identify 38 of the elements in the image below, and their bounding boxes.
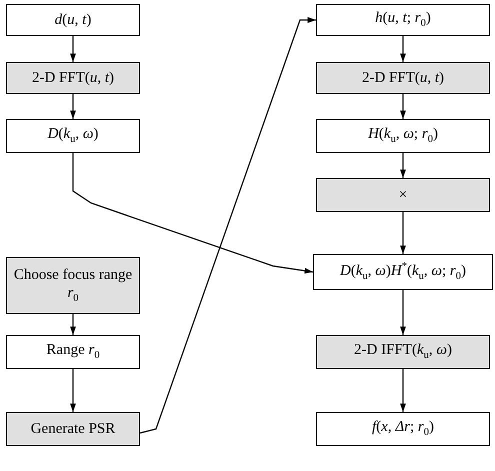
box-label: Range r$_{0}$ <box>46 341 100 363</box>
box-label: H(k$_{u}$, ω; r$_{0}$) <box>368 125 438 147</box>
box-label: × <box>398 186 408 204</box>
process-box <box>316 412 490 446</box>
process-box <box>6 119 140 153</box>
process-box <box>316 4 490 36</box>
process-box <box>316 62 490 94</box>
process-box <box>313 254 493 290</box>
process-box <box>316 335 490 369</box>
arrow <box>70 36 76 62</box>
arrow <box>72 153 314 274</box>
box-label: Generate PSR <box>30 420 116 438</box>
box-label: 2-D IFFT(k$_{u}$, ω) <box>354 341 452 363</box>
box-label: D(k$_{u}$, ω)H$^{*}$(k$_{u}$, ω; r$_{0}$) <box>340 260 466 284</box>
arrow <box>400 153 406 178</box>
process-box <box>6 335 140 369</box>
box-label: 2-D FFT(u, t) <box>32 68 114 88</box>
box-label: D(k$_{u}$, ω) <box>48 125 98 147</box>
process-box <box>6 257 140 314</box>
arrow <box>70 369 76 412</box>
arrow <box>70 314 76 335</box>
process-box <box>6 412 140 446</box>
arrow <box>400 36 406 62</box>
box-label: d(u, t) <box>54 10 92 30</box>
arrow <box>140 17 316 434</box>
box-label: h(u, t; r$_{0}$) <box>375 9 431 31</box>
process-box <box>316 178 490 212</box>
box-label: f(x, Δr; r$_{0}$) <box>372 418 434 440</box>
process-box <box>6 62 140 94</box>
process-box <box>6 4 140 36</box>
arrow <box>400 212 406 254</box>
arrow <box>400 94 406 119</box>
arrow <box>400 369 406 412</box>
arrow <box>400 290 406 335</box>
arrow <box>70 94 76 119</box>
box-label: Choose focus range r$_{0}$ <box>12 266 134 306</box>
process-box <box>316 119 490 153</box>
box-label: 2-D FFT(u, t) <box>362 68 444 88</box>
